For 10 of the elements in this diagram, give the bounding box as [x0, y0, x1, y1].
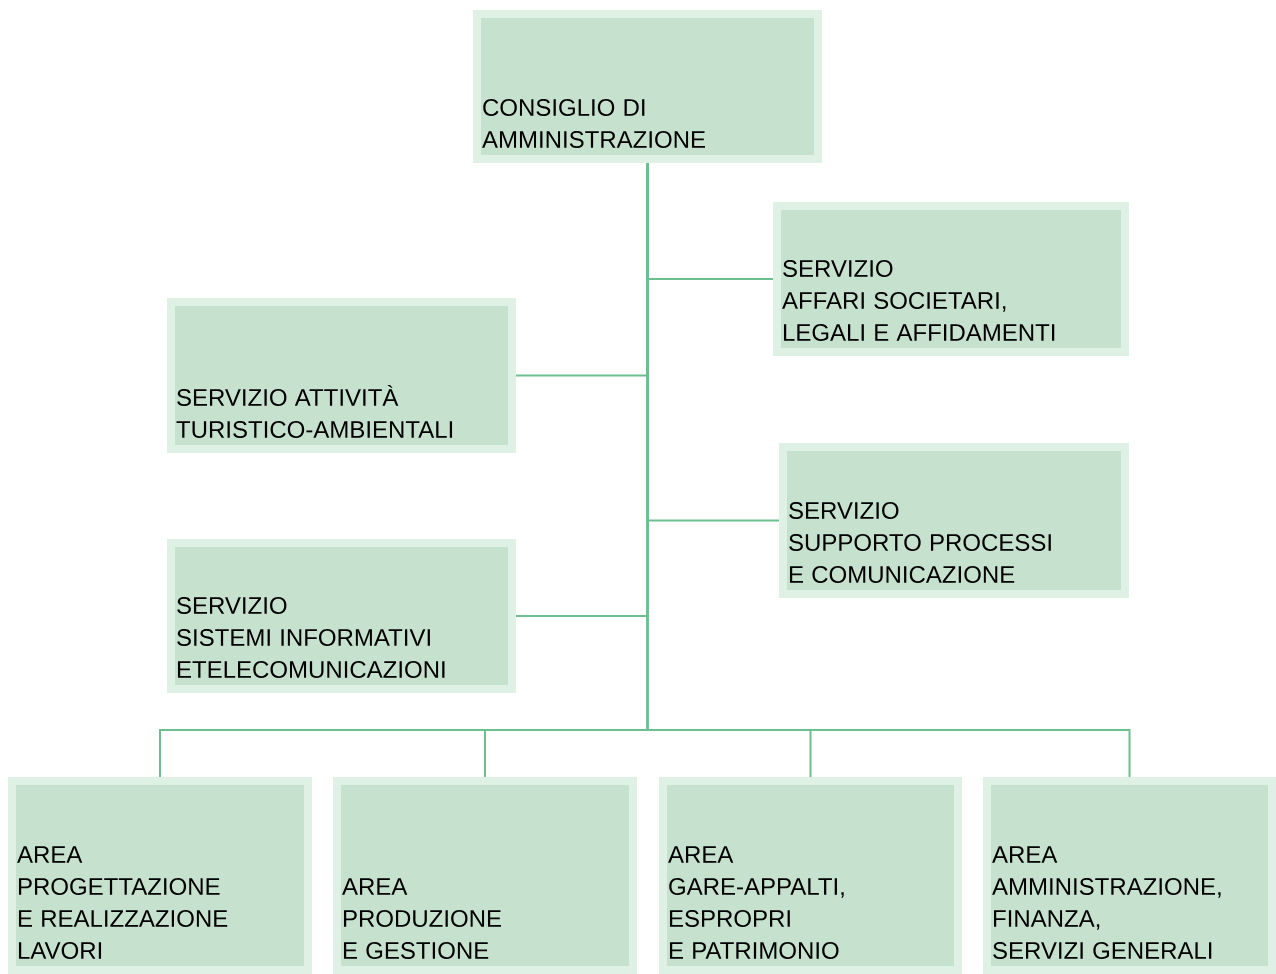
org-box: SERVIZIO SISTEMI INFORMATIVI ETELECOMUNICAZIONI — [167, 539, 516, 693]
org-box: AREA AMMINISTRAZIONE, FINANZA, SERVIZI GENERALI — [983, 777, 1276, 974]
org-box: AREA PRODUZIONE E GESTIONE — [333, 777, 637, 974]
connector-line — [646, 162, 1131, 778]
org-box: SERVIZIO AFFARI SOCIETARI, LEGALI E AFFIDAMENTI — [773, 202, 1129, 356]
org-box: CONSIGLIO DI AMMINISTRAZIONE — [473, 10, 822, 163]
org-box: SERVIZIO SUPPORTO PROCESSI E COMUNICAZIONE — [779, 443, 1129, 598]
org-box: AREA GARE-APPALTI, ESPROPRI E PATRIMONIO — [659, 777, 962, 974]
org-box: AREA PROGETTAZIONE E REALIZZAZIONE LAVORI — [8, 777, 312, 974]
org-box: SERVIZIO ATTIVITÀ TURISTICO-AMBIENTALI — [167, 298, 516, 453]
